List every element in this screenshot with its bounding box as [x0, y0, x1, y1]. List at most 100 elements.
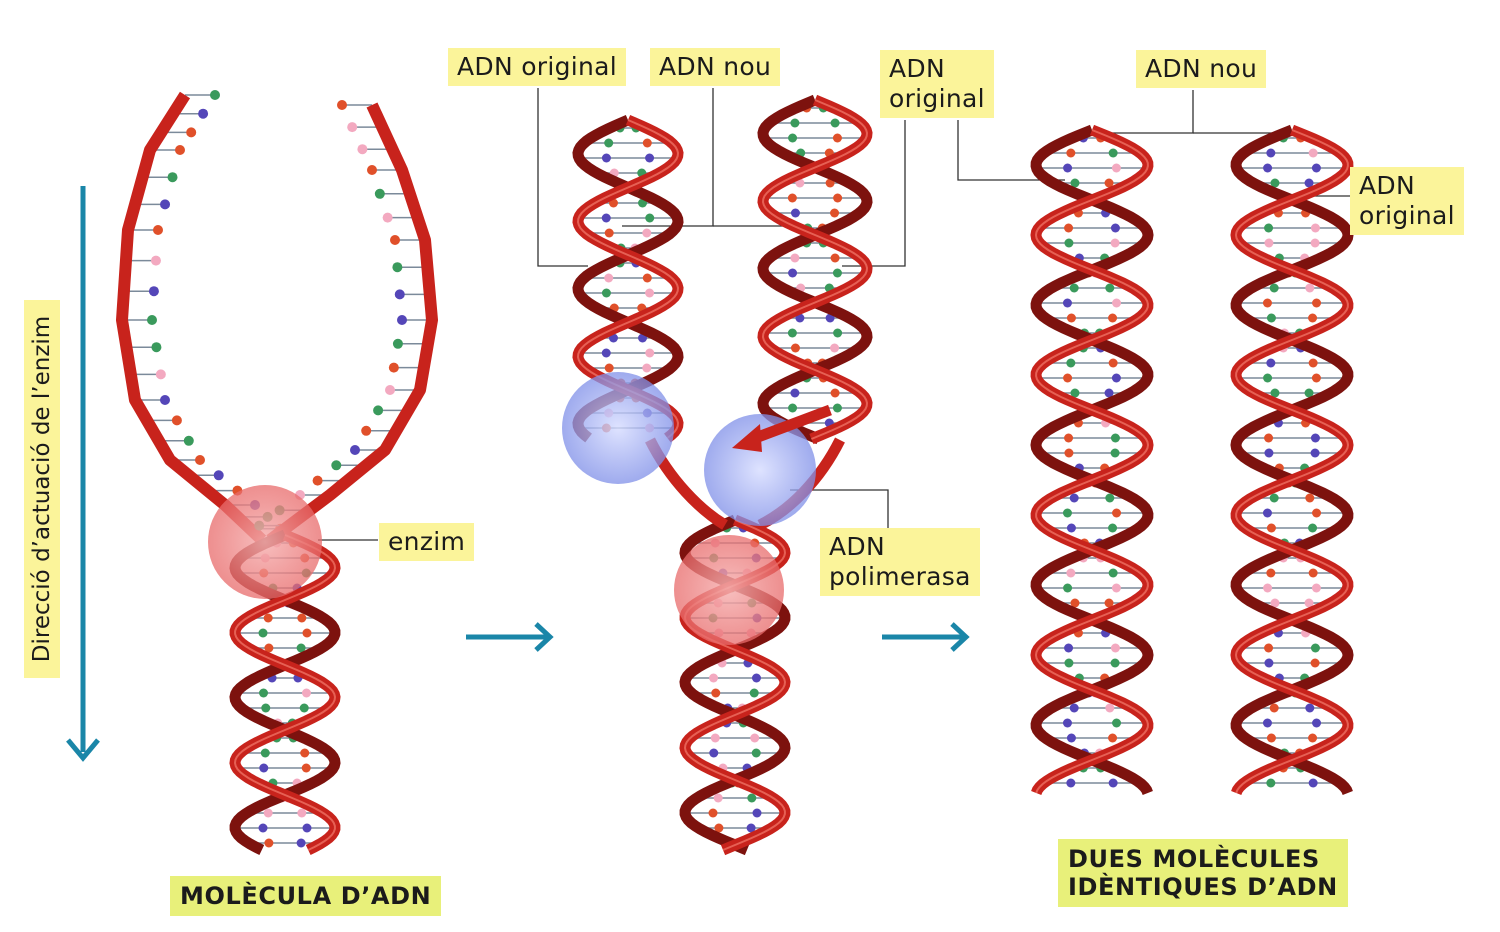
identical-helix-right-backbone-back: [1230, 124, 1354, 796]
molecule-helix-base: [300, 748, 310, 758]
fork-left-strand-base: [151, 342, 162, 353]
new-strand-arrow-shaft: [748, 404, 832, 446]
fork-left-strand-base: [153, 225, 163, 235]
identical-helix-left-base: [1110, 643, 1120, 653]
fork-right-strand-base: [312, 475, 323, 486]
identical-helix-right-base: [1264, 658, 1274, 668]
identical-helix-right-base: [1312, 718, 1322, 728]
identical-helix-left-base: [1069, 283, 1079, 293]
identical-helix-left-base: [1066, 778, 1076, 788]
molecule-helix-base: [301, 688, 311, 698]
fork-left-strand-base: [150, 255, 161, 266]
label-enzim: enzim: [379, 523, 475, 561]
fork-right-strand-base: [350, 445, 360, 455]
identical-helix-right-base: [1310, 643, 1320, 653]
identical-helix-left-base: [1070, 388, 1080, 398]
replication-helix-left-base: [642, 228, 652, 238]
replication-helix-right-base: [790, 253, 800, 263]
replication-helix-bottom-base: [709, 748, 719, 758]
identical-helix-left-base: [1104, 388, 1114, 398]
identical-helix-left-base: [1105, 283, 1115, 293]
replication-helix-right-base: [830, 118, 840, 128]
new-strand-arrow-head: [732, 424, 762, 452]
molecule-helix-base: [264, 643, 274, 653]
fork-left-strand-base: [160, 395, 170, 405]
identical-helix-right-base: [1308, 778, 1318, 788]
molecule-helix-base: [299, 703, 309, 713]
molecule-helix-base: [260, 748, 270, 758]
identical-helix-left-base: [1108, 358, 1118, 368]
replication-helix-bottom-base: [713, 793, 723, 803]
fork-left-strand-base: [186, 127, 197, 138]
identical-helix-left-base: [1110, 433, 1120, 443]
identical-helix-left-base: [1111, 163, 1121, 173]
identical-helix-left-base: [1070, 598, 1080, 608]
molecule-helix-base: [261, 703, 271, 713]
fork-left-strand-base: [175, 145, 185, 155]
identical-helix-left-base: [1111, 583, 1121, 593]
identical-helix-right-base: [1270, 598, 1280, 608]
identical-helix-right-base: [1310, 433, 1320, 443]
polymerase-sphere-left: [562, 372, 674, 484]
identical-helix-right-base: [1264, 448, 1274, 458]
identical-helix-right-base: [1312, 508, 1322, 518]
replication-helix-left-base: [642, 138, 652, 148]
fork-right-strand-base: [331, 460, 342, 471]
replication-helix-left-base: [601, 213, 611, 223]
identical-helix-left-base: [1064, 238, 1074, 248]
identical-helix-right-base: [1311, 583, 1321, 593]
identical-helix-right-base: [1266, 778, 1276, 788]
replication-helix-right-base: [788, 268, 798, 278]
fork-left-strand-base: [160, 199, 171, 210]
identical-helix-right-base: [1311, 163, 1321, 173]
replication-helix-right-backbone-back: [757, 94, 873, 445]
direction-arrow-head: [66, 738, 100, 762]
label-adn-nou-final: ADN nou: [1136, 50, 1267, 88]
identical-helix-left-base: [1105, 703, 1115, 713]
fork-right-strand-base: [374, 188, 385, 199]
caption-dues-molecules: DUES MOLÈCULES IDÈNTIQUES D’ADN: [1058, 839, 1348, 907]
replication-helix-right-base: [787, 328, 797, 338]
identical-helix-right-base: [1263, 373, 1273, 383]
helicase-sphere: [674, 535, 784, 645]
fork-right-strand-base: [382, 212, 393, 223]
replication-helix-right-base: [790, 118, 800, 128]
replication-helix-left-base: [604, 138, 614, 148]
molecule-helix-backbone-highlight: [233, 534, 337, 851]
label-adn-original-top: ADN original: [448, 48, 627, 86]
identical-helix-left-base: [1066, 733, 1076, 743]
identical-helix-left-base: [1108, 523, 1118, 533]
replication-helix-right-base: [832, 403, 842, 413]
identical-helix-left-base: [1066, 148, 1076, 158]
replication-helix-bottom-base: [751, 748, 761, 758]
replication-helix-bottom-base: [752, 808, 762, 818]
fork-left-strand-base: [155, 369, 166, 380]
identical-helix-left-base: [1066, 523, 1076, 533]
label-adn-original-final: ADN original: [1350, 167, 1464, 235]
replication-helix-bottom-base: [714, 823, 724, 833]
identical-helix-right-base: [1266, 148, 1276, 158]
replication-helix-right-base: [830, 388, 840, 398]
identical-helix-right-base: [1264, 223, 1274, 233]
replication-helix-right-base: [787, 193, 797, 203]
molecule-helix-base: [296, 643, 306, 653]
identical-helix-right-base: [1269, 703, 1279, 713]
fork-left-strand-base: [210, 90, 220, 100]
fork-right-strand-base: [397, 315, 407, 325]
label-adn-nou-top: ADN nou: [650, 48, 781, 86]
fork-left-strand-base: [167, 172, 178, 183]
fork-right-strand-backbone: [266, 102, 438, 545]
identical-helix-right-base: [1305, 283, 1315, 293]
identical-helix-left-base: [1063, 583, 1073, 593]
replication-helix-left-base: [645, 213, 655, 223]
fork-right-strand-base: [347, 122, 358, 133]
identical-helix-left-backbone-highlight: [1034, 129, 1150, 794]
identical-helix-left-base: [1110, 658, 1120, 668]
identical-helix-right-base: [1312, 298, 1322, 308]
replication-helix-left-base: [642, 363, 652, 373]
identical-helix-right-base: [1310, 238, 1320, 248]
replication-helix-left-base: [604, 363, 614, 373]
identical-helix-left-base: [1108, 313, 1118, 323]
identical-helix-left-base: [1110, 223, 1120, 233]
